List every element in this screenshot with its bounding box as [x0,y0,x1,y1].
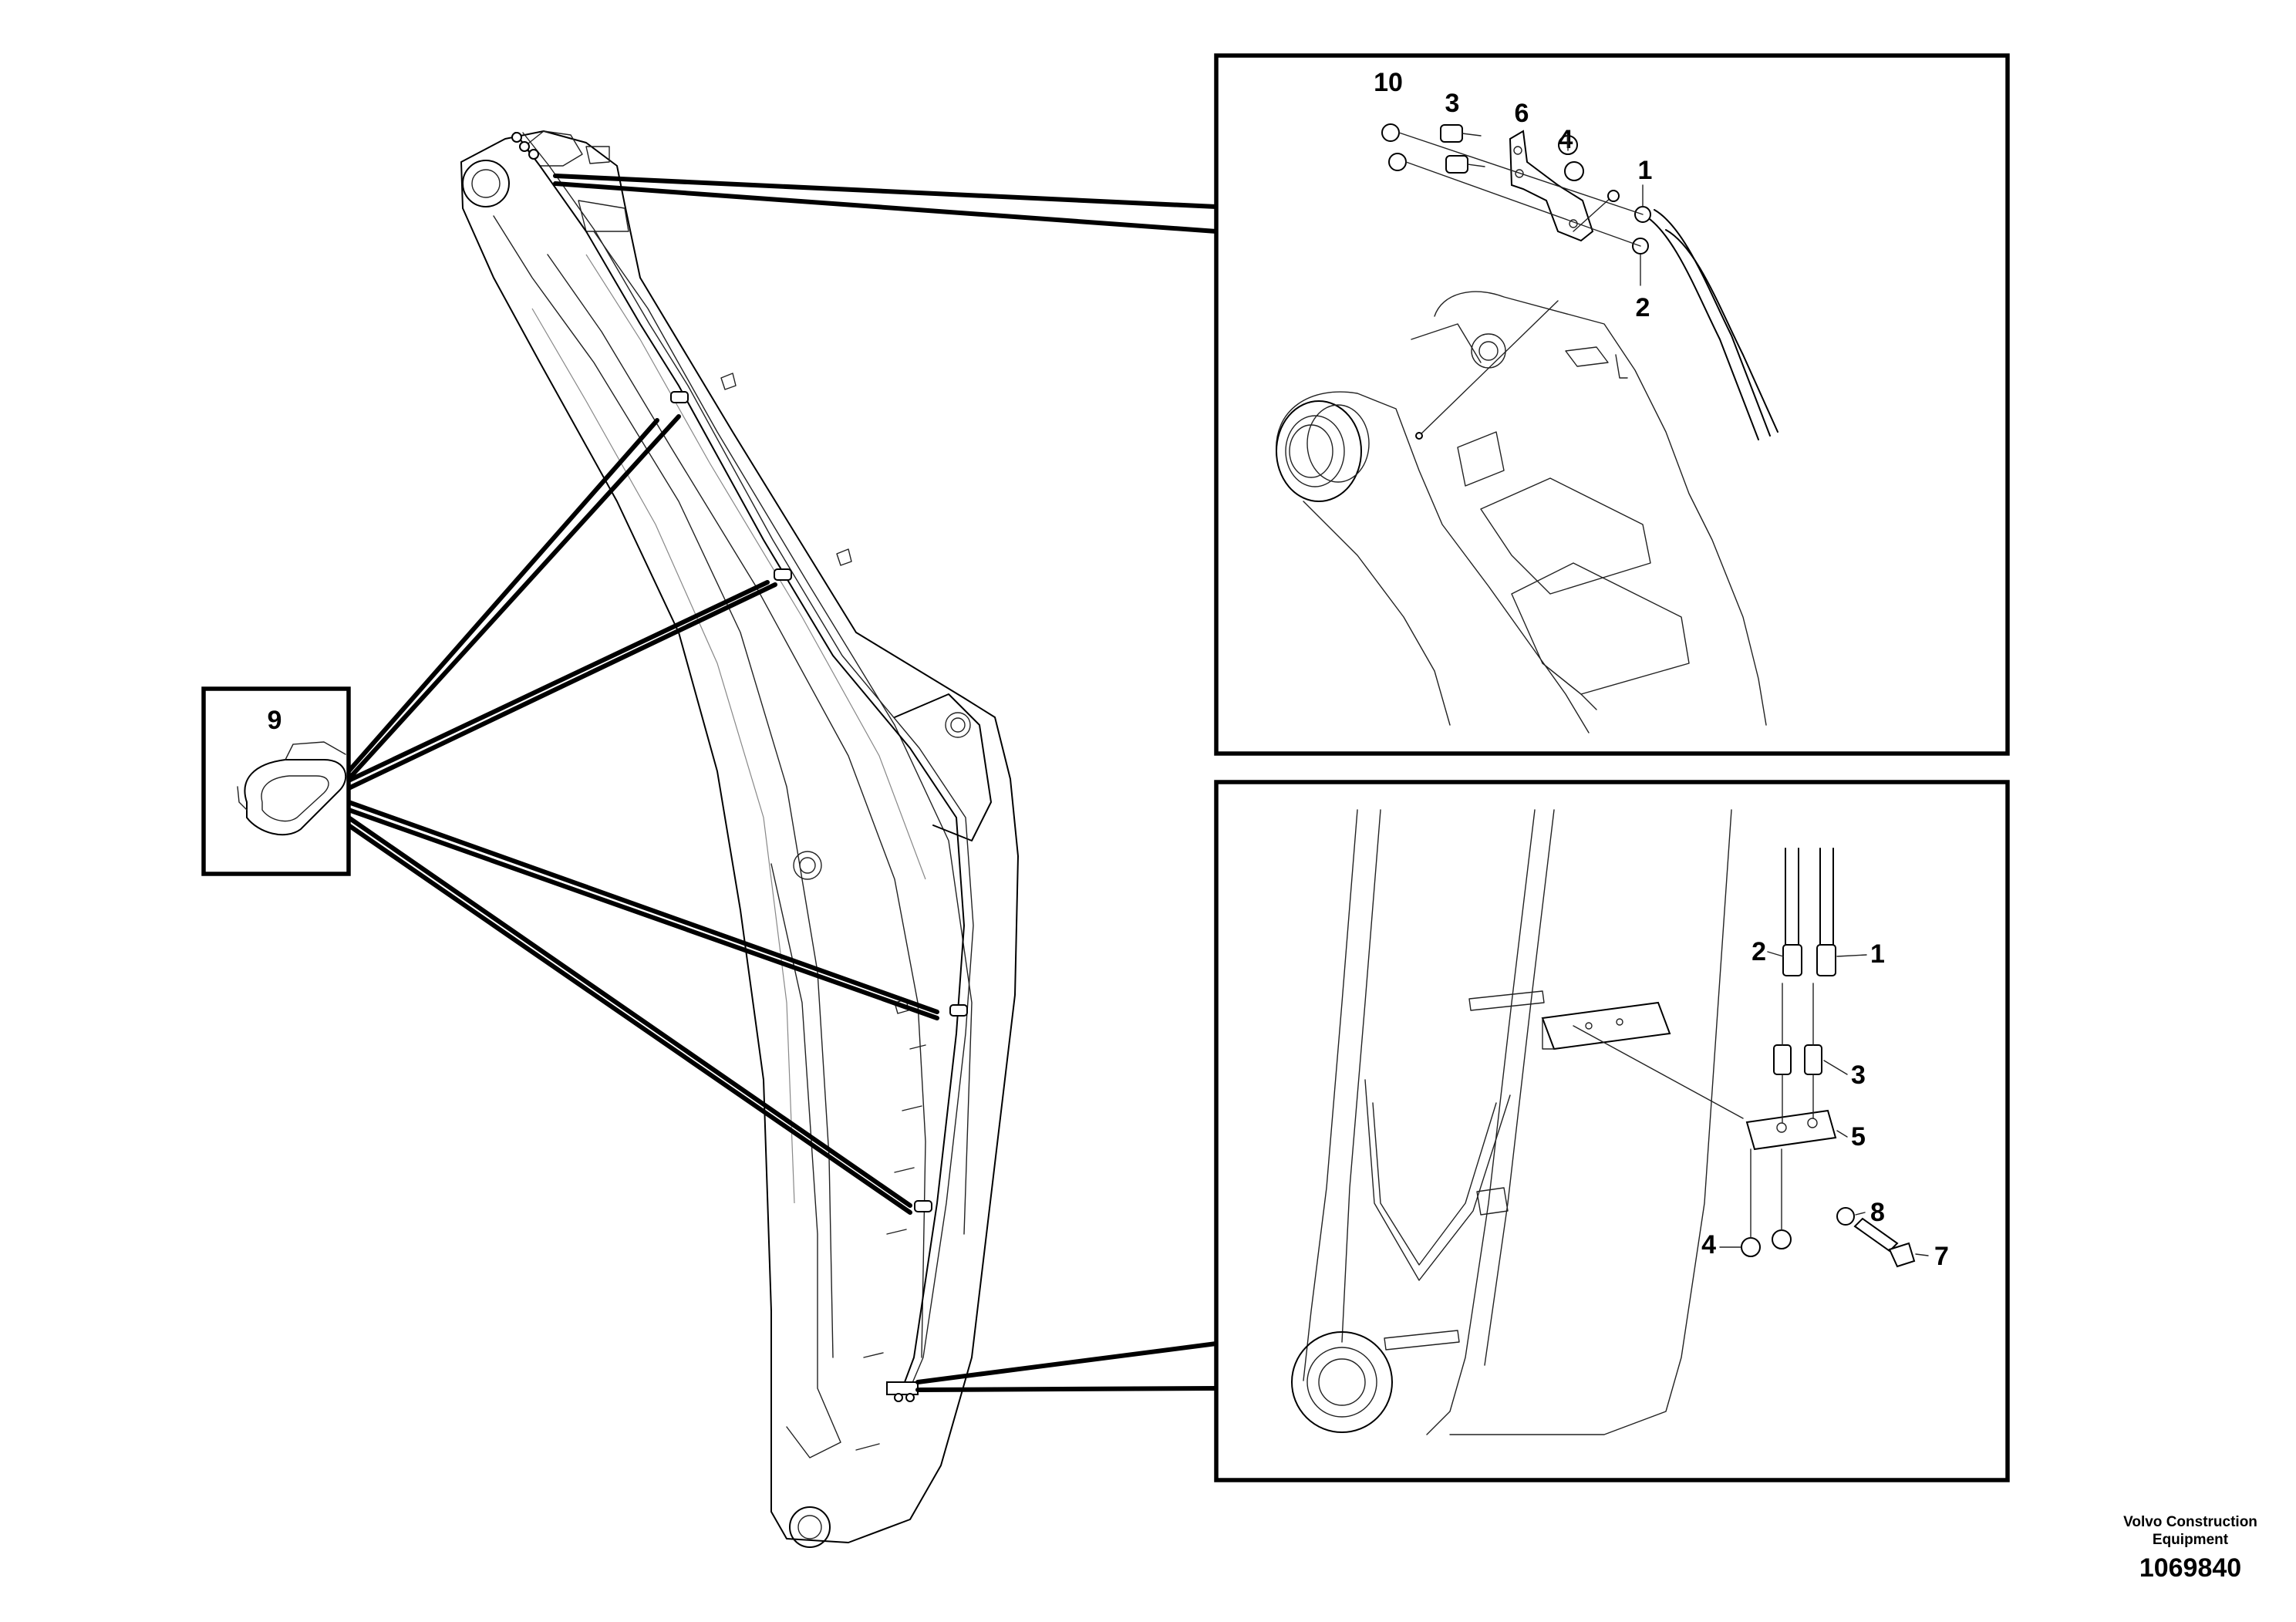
upper-boom-head-illustration [1276,291,1767,733]
part-label-8: 8 [1870,1198,1885,1227]
boom-arm-illustration [460,130,1019,1548]
upper-parts-exploded [1381,123,1651,255]
part-label-6: 6 [1515,99,1529,128]
diagram-number: 1069840 [2139,1553,2242,1583]
lower-hoses-illustration [1782,848,1836,976]
upper-detail-box: 10 3 6 4 1 2 [1214,53,2010,756]
part-label-3: 3 [1445,89,1460,118]
credit-company-line2: Equipment [2152,1532,2229,1548]
part-label-3-lower: 3 [1851,1061,1866,1090]
credit-company-line1: Volvo Construction [2123,1514,2257,1530]
part-label-9: 9 [268,706,282,735]
lower-part-labels: 2 1 3 5 8 4 7 [1701,937,1949,1271]
part-label-2: 2 [1636,293,1650,322]
lower-detail-box: 2 1 3 5 8 4 7 [1214,780,2010,1482]
upper-part-labels: 10 3 6 4 1 2 [1374,68,1652,322]
part-label-1-lower: 1 [1870,939,1885,969]
leader-lines [346,174,1219,1392]
part-label-5: 5 [1851,1122,1866,1152]
part-label-7: 7 [1934,1242,1949,1271]
lower-boom-illustration [1291,809,1744,1435]
lower-parts-exploded [1741,983,1916,1268]
clamp-detail-box: 9 [201,686,351,876]
clamp-part-illustration [237,741,347,836]
part-label-1: 1 [1638,156,1653,185]
part-label-4: 4 [1559,125,1573,154]
part-label-2-lower: 2 [1752,937,1766,966]
upper-hoses-illustration [1642,209,1778,440]
part-label-4-lower: 4 [1701,1230,1716,1259]
part-label-10: 10 [1374,68,1403,97]
